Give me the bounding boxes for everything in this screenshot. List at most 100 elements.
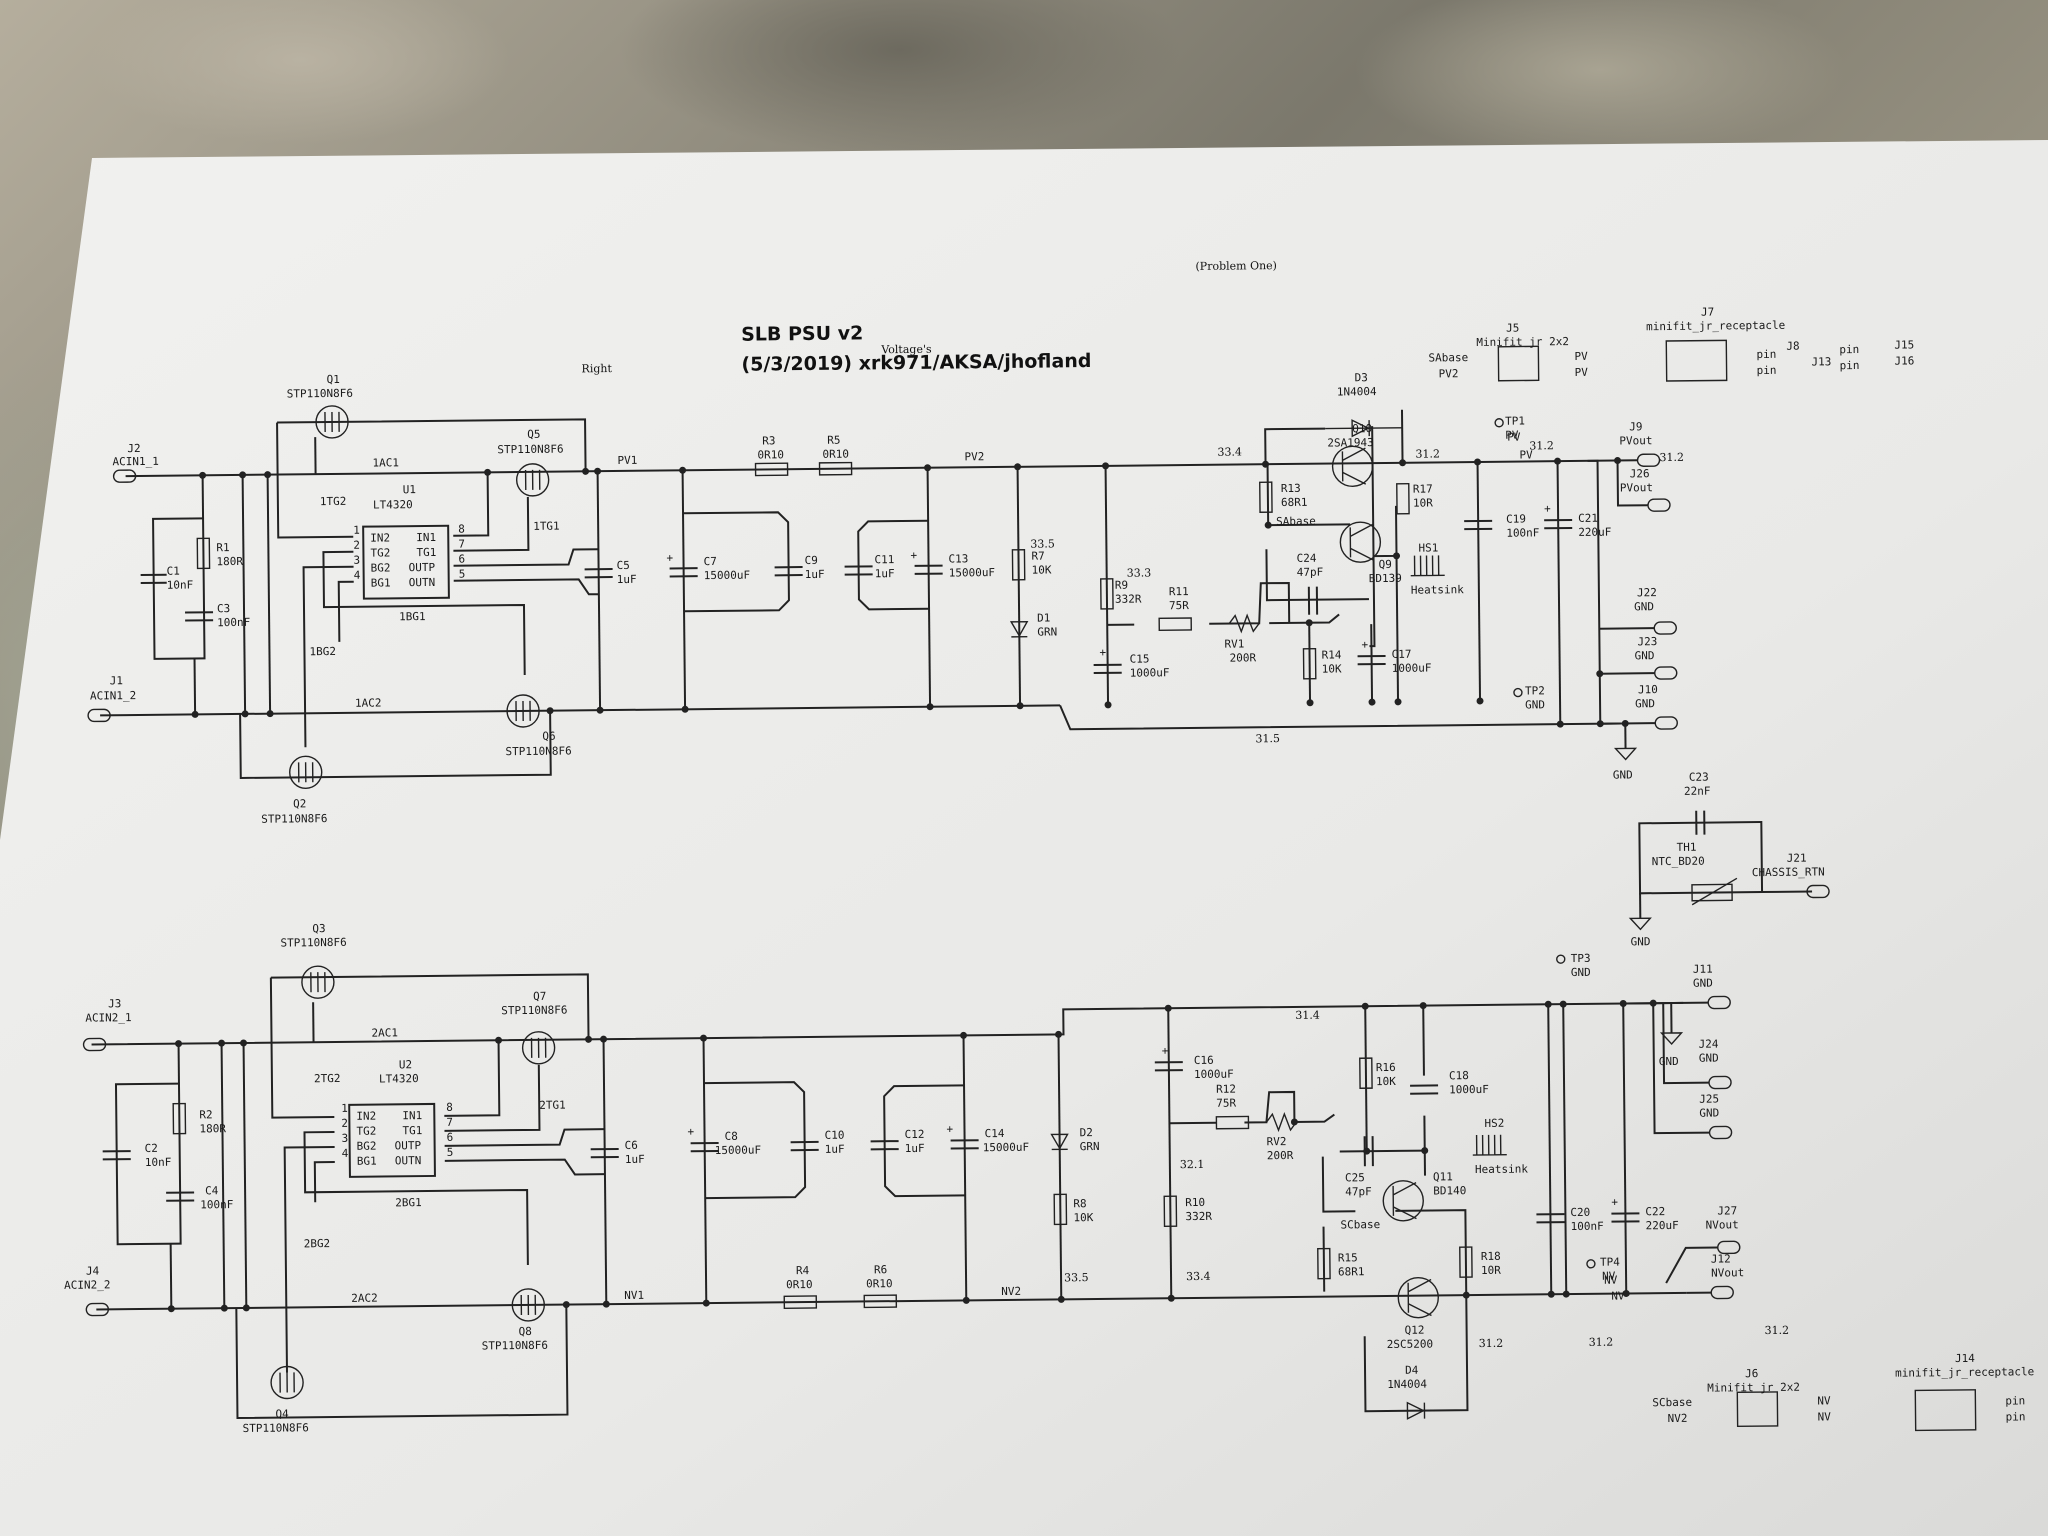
svg-text:PV: PV	[1575, 366, 1589, 379]
svg-text:Q9: Q9	[1379, 558, 1392, 571]
svg-text:ACIN1_2: ACIN1_2	[90, 689, 136, 702]
svg-text:NV2: NV2	[1001, 1285, 1021, 1298]
svg-text:ACIN2_1: ACIN2_1	[85, 1011, 131, 1024]
svg-text:GRN: GRN	[1037, 625, 1057, 638]
svg-text:1BG2: 1BG2	[309, 645, 336, 658]
svg-text:8: 8	[458, 523, 465, 536]
svg-text:1uF: 1uF	[905, 1142, 925, 1155]
mosfet-q5: Q5 STP110N8F6	[497, 428, 564, 497]
hw-v-r7: 33.5	[1030, 537, 1055, 550]
svg-text:TG2: TG2	[370, 546, 390, 559]
svg-text:pin: pin	[2005, 1394, 2025, 1407]
title-line1: SLB PSU v2	[741, 322, 863, 345]
svg-text:Q12: Q12	[1405, 1324, 1425, 1337]
svg-text:68R1: 68R1	[1281, 496, 1308, 509]
svg-text:1000uF: 1000uF	[1392, 661, 1432, 674]
ground-symbol-mid: GND	[1628, 917, 1652, 948]
testpoint-tp4: TP4 NV	[1586, 1256, 1620, 1283]
heatsink-hs1: HS1 Heatsink	[1410, 541, 1464, 597]
title-line2: (5/3/2019) xrk971/AKSA/jhofland	[741, 350, 1091, 376]
svg-text:PV: PV	[1574, 350, 1588, 363]
svg-text:1uF: 1uF	[805, 568, 825, 581]
testpoint-tp3: TP3 GND	[1556, 952, 1591, 979]
svg-text:2TG2: 2TG2	[314, 1072, 341, 1085]
svg-text:J9: J9	[1629, 420, 1642, 433]
svg-text:+: +	[910, 549, 917, 562]
svg-text:10R: 10R	[1481, 1264, 1501, 1277]
svg-text:+: +	[666, 551, 673, 564]
ground-symbol-bot: GND	[1659, 1032, 1684, 1068]
svg-text:2: 2	[353, 539, 360, 552]
thermistor-th1: TH1 NTC_BD20	[1652, 841, 1738, 906]
hw-v-tp1: 31.2	[1529, 439, 1554, 452]
svg-text:7: 7	[458, 538, 465, 551]
resistor-r9: R9 332R	[1100, 578, 1142, 610]
svg-text:0R10: 0R10	[822, 448, 849, 461]
svg-text:J2: J2	[127, 442, 140, 455]
svg-text:PV2: PV2	[964, 450, 984, 463]
hw-v-tp4: 31.2	[1589, 1336, 1614, 1349]
svg-text:TP3: TP3	[1571, 952, 1591, 965]
hw-v-gnd-bot: 31.4	[1295, 1009, 1320, 1022]
svg-text:+: +	[687, 1125, 694, 1138]
svg-text:pin: pin	[1839, 343, 1859, 356]
connector-j14: J14 minifit_jr_receptacle pin pin	[1895, 1352, 2034, 1432]
svg-text:NTC_BD20: NTC_BD20	[1652, 855, 1705, 869]
connector-j12: J12 NVout	[1710, 1252, 1744, 1300]
svg-text:C9: C9	[804, 554, 817, 567]
top-junctions	[191, 457, 1629, 728]
svg-text:OUTP: OUTP	[409, 561, 436, 574]
svg-text:STP110N8F6: STP110N8F6	[261, 812, 327, 826]
svg-text:SCbase: SCbase	[1340, 1218, 1380, 1231]
resistor-r12: R12 75R	[1215, 1083, 1250, 1130]
diode-d3: D3 1N4004	[1325, 371, 1403, 438]
svg-text:NVout: NVout	[1705, 1218, 1738, 1231]
svg-text:Q5: Q5	[527, 428, 540, 441]
svg-text:4: 4	[354, 569, 361, 582]
svg-text:RV1: RV1	[1224, 637, 1244, 650]
connector-j21: J21 CHASSIS_RTN	[1752, 852, 1830, 899]
capacitor-c17: + C17 1000uF	[1357, 638, 1432, 675]
connector-j9: J9 PVout	[1619, 420, 1661, 467]
bottom-junctions	[167, 999, 1657, 1313]
connector-j22: J22 GND	[1634, 586, 1677, 635]
svg-text:J1: J1	[110, 674, 123, 687]
svg-text:C6: C6	[625, 1139, 638, 1152]
svg-text:0R10: 0R10	[786, 1278, 813, 1291]
svg-text:Q11: Q11	[1433, 1170, 1453, 1183]
svg-text:R12: R12	[1216, 1083, 1236, 1096]
connector-j25: J25 GND	[1699, 1092, 1733, 1140]
svg-text:BG2: BG2	[357, 1140, 377, 1153]
capacitor-c2: C2 10nF	[102, 1142, 171, 1169]
svg-text:J12: J12	[1711, 1252, 1731, 1265]
svg-text:J23: J23	[1637, 635, 1657, 648]
mosfet-q8: Q8 STP110N8F6	[482, 1288, 548, 1352]
svg-text:SCbase: SCbase	[1652, 1396, 1692, 1409]
resistor-r13: R13 68R1	[1259, 481, 1308, 513]
svg-text:GND: GND	[1613, 768, 1633, 781]
svg-text:GND: GND	[1693, 977, 1713, 990]
svg-text:C1: C1	[167, 565, 180, 578]
svg-text:C20: C20	[1570, 1206, 1590, 1219]
svg-text:TP4: TP4	[1600, 1256, 1620, 1269]
transistor-q10: Q10 2SA1943	[1327, 422, 1374, 487]
svg-text:2TG1: 2TG1	[539, 1099, 566, 1112]
svg-text:TG1: TG1	[402, 1124, 422, 1137]
svg-text:2BG2: 2BG2	[304, 1237, 331, 1250]
svg-text:Q8: Q8	[519, 1325, 532, 1338]
svg-text:10nF: 10nF	[167, 578, 194, 591]
svg-text:1uF: 1uF	[617, 573, 637, 586]
capacitor-c21: + C21 220uF	[1544, 502, 1612, 539]
hw-v-gnd-top: 31.5	[1255, 732, 1280, 745]
svg-text:STP110N8F6: STP110N8F6	[501, 1004, 567, 1018]
svg-text:GND: GND	[1525, 698, 1545, 711]
capacitor-c16: + C16 1000uF	[1154, 1044, 1234, 1081]
svg-text:R13: R13	[1281, 482, 1301, 495]
svg-text:C18: C18	[1449, 1069, 1469, 1082]
capacitor-c23: C23 22nF	[1684, 771, 1711, 835]
svg-text:6: 6	[446, 1131, 453, 1144]
hw-v-r10: 33.4	[1186, 1270, 1211, 1283]
connector-j4: J4 ACIN2_2	[64, 1264, 111, 1317]
svg-text:1: 1	[353, 524, 360, 537]
svg-text:+: +	[1361, 638, 1368, 651]
